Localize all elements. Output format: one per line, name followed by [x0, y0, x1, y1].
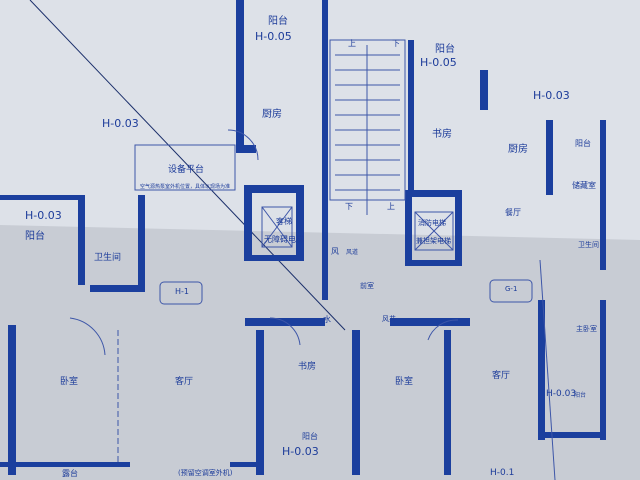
- thin-lines: [69, 39, 556, 480]
- room-label: 阳台: [25, 231, 45, 242]
- level-label: H-0.05: [255, 30, 292, 43]
- room-label: 书房: [432, 129, 452, 140]
- elevator-label: 兼担架电梯: [416, 237, 451, 245]
- level-label: H-0.05: [420, 56, 457, 69]
- room-label: 书房: [298, 362, 317, 372]
- note-label: 空气源热泵室外机位置，具体以现场为准: [140, 184, 231, 190]
- diagonal-line: [29, 0, 346, 331]
- room-label: 阳台: [435, 44, 455, 55]
- stair-label: 下: [392, 39, 400, 48]
- elevator-label: 无障碍电梯: [264, 235, 304, 244]
- level-label: H-0.03: [282, 445, 319, 458]
- room-label: 餐厅: [505, 208, 521, 217]
- room-label: 卫生间: [578, 241, 599, 249]
- level-label: H-0.03: [546, 389, 577, 399]
- room-label: 露台: [62, 469, 78, 478]
- room-label: 厨房: [262, 109, 282, 120]
- stair-label: 下: [345, 202, 353, 211]
- elevator-label: 消防电梯: [418, 219, 446, 227]
- level-label: H-0.03: [533, 89, 570, 102]
- shaft-label: 水: [323, 315, 331, 324]
- shaft-label: 风道: [346, 249, 359, 256]
- room-label: 客厅: [175, 377, 194, 387]
- room-label: 主卧室: [576, 325, 597, 333]
- room-label: 阳台: [574, 392, 587, 399]
- room-label: 前室: [360, 282, 374, 290]
- level-label: H-0.03: [102, 117, 139, 130]
- room-label: 卫生间: [94, 253, 122, 263]
- room-label: 阳台: [268, 16, 288, 27]
- unit-tag: G-1: [505, 285, 518, 293]
- shaft-label: 风: [331, 247, 339, 256]
- room-label: 厨房: [508, 144, 528, 155]
- room-label: 设备平台: [168, 165, 205, 175]
- room-label: 卧室: [395, 377, 414, 387]
- stair-label: 上: [387, 202, 395, 211]
- room-label: 阳台: [575, 139, 591, 148]
- elevator-label: 客梯: [276, 217, 292, 226]
- level-label: H-0.03: [25, 209, 62, 222]
- room-label: 阳台: [302, 432, 318, 441]
- note-label: (预留空调室外机): [178, 469, 233, 477]
- unit-tag: H-1: [175, 287, 189, 296]
- shaft-label: 风井: [382, 315, 396, 323]
- stair-label: 上: [348, 39, 356, 48]
- level-label: H-0.1: [490, 468, 515, 478]
- room-label: 客厅: [492, 371, 511, 381]
- room-label: 卧室: [60, 377, 79, 387]
- room-label: 储藏室: [572, 181, 596, 190]
